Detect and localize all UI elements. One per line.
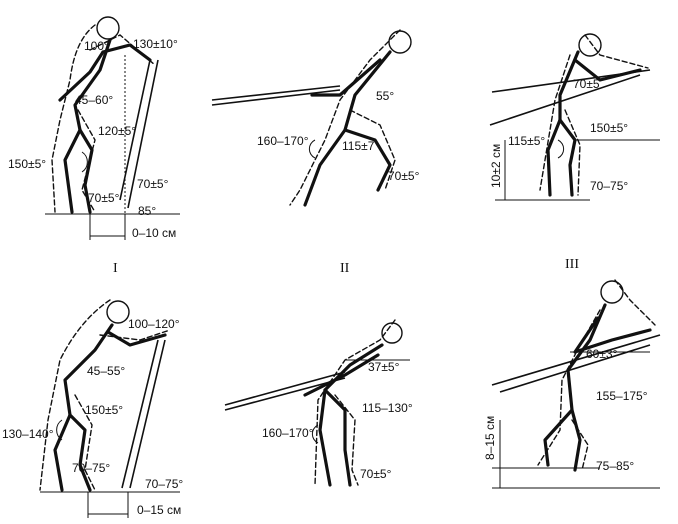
figure-5-pole-2: [224, 371, 346, 406]
figure-5-knee-arc: [311, 424, 319, 444]
figure-6-label: 8–15 см: [483, 416, 497, 460]
figure-2-knee-arc: [308, 139, 316, 159]
figure-3-label: 70±5: [573, 77, 600, 91]
figure-3-label: 150±5°: [590, 121, 628, 135]
figure-3-front-leg: [558, 118, 577, 197]
figure-1-arm: [58, 50, 105, 102]
figure-6-outline: [537, 279, 656, 471]
figure-4-pole: [129, 339, 166, 489]
figure-1-label: 150±5°: [8, 157, 46, 171]
figure-4-label: 45–55°: [87, 364, 125, 378]
figure-3-outline: [539, 34, 649, 196]
figure-4-front-leg: [68, 413, 92, 492]
figure-3-label: 70–75°: [590, 179, 628, 193]
figure-3-head: [578, 33, 602, 57]
figure-2-head: [388, 30, 412, 54]
figure-4-arm: [106, 330, 167, 347]
figure-1-label: 100°: [84, 39, 109, 53]
figure-4-head: [106, 300, 130, 324]
figure-2-front-leg: [343, 128, 392, 192]
figure-3-numeral: III: [565, 257, 579, 272]
figure-1-numeral: I: [113, 261, 118, 276]
figure-4-knee-arc: [56, 419, 63, 441]
figure-6-pole: [491, 334, 661, 386]
figure-1-label: 85°: [138, 204, 156, 218]
figure-4-label: 150±5°: [85, 403, 123, 417]
figure-1-label: 45–60°: [75, 93, 113, 107]
figure-4-label: 130–140°: [2, 427, 54, 441]
figure-1-knee-arc: [81, 151, 88, 173]
figure-6: 60±3° 155–175° 8–15 см 75–85°: [483, 279, 661, 489]
figure-3-label: 115±5°: [508, 134, 545, 148]
figure-4-label: 0–15 см: [137, 503, 181, 517]
figure-2-pole-2: [211, 85, 341, 101]
figure-5: 37±5° 115–130° 160–170° 70±5°: [224, 319, 413, 487]
figure-6-pole-2: [499, 344, 651, 393]
figure-2-label: 115±7: [342, 139, 375, 153]
figure-1-label: 70±5°: [137, 177, 169, 191]
figure-1-back-leg: [63, 38, 112, 214]
figure-1-outline: [51, 24, 156, 213]
figure-5-label: 160–170°: [262, 426, 314, 440]
figure-2-label: 70±5°: [388, 169, 420, 183]
figure-4: 100–120° 45–55° 150±5° 130–140° 70–75° 7…: [2, 299, 183, 518]
figure-6-head: [600, 280, 624, 304]
figure-2-outline: [289, 29, 401, 206]
figure-4-label: 100–120°: [128, 317, 180, 331]
figure-5-label: 37±5°: [368, 360, 400, 374]
figure-4-outline: [39, 299, 171, 491]
figure-4-back-leg: [53, 323, 114, 492]
figure-2-numeral: II: [340, 261, 350, 276]
figure-1-label: 70±5°: [88, 191, 120, 205]
figure-6-back-leg: [543, 303, 607, 467]
figure-2-pole: [211, 89, 341, 106]
figure-1-head: [96, 16, 120, 40]
figure-2: 55° 160–170° 115±7 70±5° II: [211, 29, 420, 276]
figure-4-pole-2: [121, 339, 159, 489]
figure-4-label: 70–75°: [145, 477, 183, 491]
figure-5-front-leg: [323, 388, 352, 487]
figure-5-pole: [224, 377, 346, 411]
figure-2-back-leg: [303, 50, 392, 207]
figure-1-label: 120±5°: [98, 124, 136, 138]
figure-2-arm: [310, 58, 382, 97]
figure-3: 70±5 115±5° 150±5° 10±2 см 70–75° III: [489, 33, 660, 272]
figure-3-label: 10±2 см: [489, 144, 503, 188]
figure-3-knee-arc: [557, 139, 565, 159]
figure-2-label: 160–170°: [257, 134, 309, 148]
figure-6-label: 155–175°: [596, 389, 648, 403]
figure-1-pole: [127, 59, 159, 209]
figure-3-pole-2: [489, 74, 641, 126]
figure-5-label: 70±5°: [360, 467, 392, 481]
figure-6-label: 75–85°: [596, 459, 634, 473]
figure-3-pole: [491, 69, 651, 93]
figure-6-front-leg: [570, 408, 582, 472]
figure-5-arm: [303, 353, 380, 397]
figure-1-label: 130±10°: [133, 37, 178, 51]
figure-2-label: 55°: [376, 89, 394, 103]
figure-6-label: 60±3°: [586, 347, 618, 361]
figure-5-label: 115–130°: [362, 401, 413, 415]
figure-4-label: 70–75°: [72, 461, 110, 475]
figure-1: 100° 130±10° 45–60° 120±5° 150±5° 70±5° …: [8, 16, 180, 276]
figure-1-label: 0–10 см: [132, 226, 176, 240]
